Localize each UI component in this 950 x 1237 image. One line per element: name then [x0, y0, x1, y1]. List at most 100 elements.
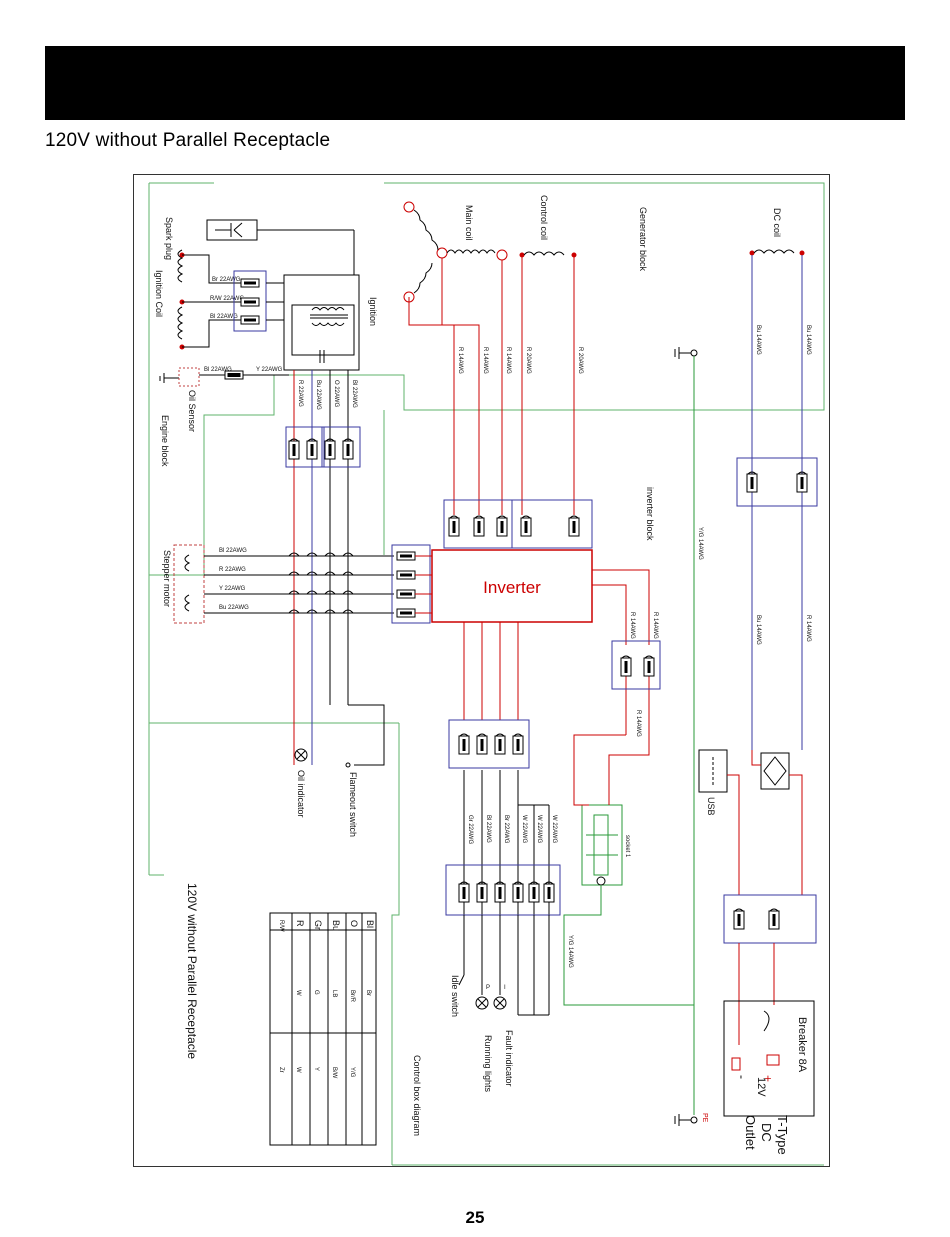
inverter-box — [431, 549, 593, 623]
ignition-coil-label: Ignition Coil — [154, 270, 164, 317]
legend-r1c2: Br — [365, 990, 371, 996]
generator-block-label: Generator block — [638, 207, 648, 272]
dc-voltage-label: 12V — [755, 1077, 767, 1097]
spark-plug — [206, 219, 355, 275]
p-mark: P — [486, 985, 490, 991]
block-outlines — [148, 182, 825, 1166]
wire-label-dc-bu1: Bu 14AWG — [755, 325, 761, 355]
ignition-module — [283, 274, 360, 371]
legend-r2c1: O — [349, 920, 359, 927]
main-coil — [403, 201, 508, 303]
wire-label-inv-r3: R 14AWG — [635, 710, 641, 737]
stepper-motor — [173, 544, 205, 624]
pe-label: PE — [701, 1113, 708, 1123]
stepper-motor-label: Stepper motor — [162, 550, 172, 607]
wire-label-ign-rw: R/W 22AWG — [210, 296, 244, 302]
wire-label-ctl-gr: Gr 22AWG — [467, 815, 473, 844]
wire-label-eng-o: O 22AWG — [333, 380, 339, 407]
ignition-label: Ignition — [368, 297, 378, 326]
legend-caption: 120V without Parallel Receptacle — [185, 883, 199, 1059]
outlet-label-line1: T-Type — [775, 1115, 790, 1155]
legend-r3c3: B/W — [331, 1067, 337, 1079]
dc-outlet-breaker-box — [723, 1000, 815, 1117]
legend-r6c3: Zr — [278, 1067, 284, 1073]
wire-label-gen-r3: R 14AWG — [505, 347, 511, 374]
legend-r5c2: W — [295, 990, 301, 996]
running-lights — [458, 915, 550, 1016]
legend-r2c3: Y/G — [349, 1067, 355, 1078]
legend-r4c2: G — [313, 990, 319, 995]
usb-port — [698, 749, 728, 793]
legend-r4c1: Gr — [313, 920, 323, 930]
wire-label-eng-bu: Bu 22AWG — [315, 380, 321, 410]
wire-label-eng-bl: Bl 22AWG — [351, 380, 357, 408]
wire-label-ign-br: Br 22AWG — [212, 277, 241, 283]
control-coil — [519, 251, 577, 258]
legend-r5c1: R — [295, 920, 305, 927]
idle-switch-label: Idle switch — [450, 975, 460, 1017]
ignition-connector-block — [233, 270, 267, 332]
header-bar — [45, 46, 905, 120]
wire-label-step-y: Y 22AWG — [219, 586, 246, 592]
inverter-block-label: inverter block — [645, 487, 655, 541]
ignition-coil — [177, 249, 185, 350]
wire-label-eng-r: R 22AWG — [297, 380, 303, 407]
wire-label-brk-bu: Bu 14AWG — [755, 615, 761, 645]
outlet-label-line2: DC — [759, 1123, 774, 1142]
wire-label-ctl-bl: Bl 22AWG — [485, 815, 491, 843]
wire-label-yg2: Y/G 14AWG — [567, 935, 573, 968]
usb-label: USB — [706, 797, 716, 816]
wire-label-oil-bl: Bl 22AWG — [204, 367, 232, 373]
oil-indicator-label: Oil indicator — [296, 770, 306, 818]
wire-label-yg: Y/G 14AWG — [697, 527, 703, 560]
oil-sensor-label: Oil Sensor — [187, 390, 197, 432]
spark-plug-label: Spark plug — [164, 217, 174, 260]
engine-block-label: Engine block — [160, 415, 170, 467]
wire-label-step-bl: Bl 22AWG — [219, 548, 247, 554]
wire-label-gen-r2: R 14AWG — [482, 347, 488, 374]
wire-label-gen-r1: R 14AWG — [457, 347, 463, 374]
wire-label-inv-r2: R 14AWG — [652, 612, 658, 639]
wire-label-ctl-w3: W 22AWG — [551, 815, 557, 843]
legend-r4c3: Y — [313, 1067, 319, 1071]
page-number: 25 — [465, 1208, 485, 1227]
flameout-switch-label: Flameout switch — [348, 772, 358, 837]
color-legend-table — [269, 912, 377, 1146]
socket — [581, 804, 623, 886]
inverter-label: Inverter — [483, 578, 541, 597]
rectifier-bridge — [760, 752, 790, 790]
minus-label: - — [735, 1075, 749, 1079]
flameout-switch — [345, 704, 385, 768]
breaker-label: Breaker 8A — [796, 1017, 808, 1073]
legend-r3c2: LB — [331, 990, 337, 997]
dc-coil-label: DC coil — [772, 208, 782, 237]
socket-label: socket 1 — [624, 835, 630, 858]
wire-label-step-bu: Bu 22AWG — [219, 605, 249, 611]
running-lights-label: Running lights — [483, 1035, 493, 1093]
legend-r1c1: Bl — [365, 920, 375, 928]
wire-label-ign-bl: Bl 22AWG — [210, 314, 238, 320]
wire-label-ctl-w1: W 22AWG — [521, 815, 527, 843]
main-coil-label: Main coil — [464, 205, 474, 241]
legend-r5c3: W — [295, 1067, 301, 1073]
plus-label: + — [761, 1075, 775, 1082]
i-mark: I — [504, 985, 506, 991]
legend-r6c1: R/W — [278, 920, 284, 932]
fault-indicator-label: Fault indicator — [504, 1030, 514, 1087]
legend-r3c1: Bu — [331, 920, 341, 931]
control-box-label: Control box diagram — [412, 1055, 422, 1136]
wire-label-inv-r1: R 14AWG — [629, 612, 635, 639]
diagram-frame: Spark plug Ignition Coil Br 22AWG R/W 22… — [133, 174, 830, 1167]
control-coil-label: Control coil — [539, 195, 549, 240]
wire-label-gen-r4: R 20AWG — [525, 347, 531, 374]
ground-symbol-pe — [674, 1114, 698, 1126]
wire-label-ctl-w2: W 22AWG — [536, 815, 542, 843]
legend-r2c2: Br/R — [349, 990, 355, 1003]
wire-label-step-r: R 22AWG — [219, 567, 246, 573]
oil-indicator-lamp — [294, 748, 308, 762]
outlet-label-line3: Outlet — [743, 1115, 758, 1150]
section-title: 120V without Parallel Receptacle — [45, 130, 331, 151]
wire-label-gen-r5: R 20AWG — [577, 347, 583, 374]
wire-label-brk-r: R 14AWG — [805, 615, 811, 642]
wire-label-ctl-br: Br 22AWG — [503, 815, 509, 844]
